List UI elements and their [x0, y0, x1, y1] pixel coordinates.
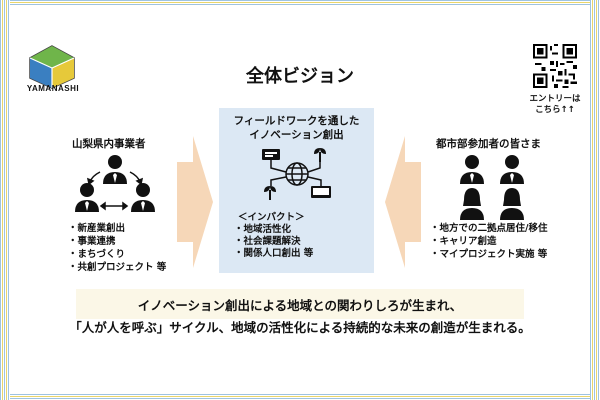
left-group-title: 山梨県内事業者 — [72, 138, 146, 150]
list-item: ・キャリア創造 — [430, 236, 497, 247]
bottom-message: イノベーション創出による地域との関わりしろが生まれ、 「人が人を呼ぶ」サイクル、… — [0, 295, 600, 339]
list-item: ・地域活性化 — [234, 224, 292, 235]
list-item: ・マイプロジェクト実施 等 — [430, 249, 548, 260]
list-item: ・共創プロジェクト 等 — [68, 262, 167, 273]
center-title-line2: イノベーション創出 — [249, 129, 344, 141]
left-border — [0, 0, 10, 400]
list-item: ・地方での二拠点居住/移住 — [430, 223, 548, 234]
list-item: ・社会課題解決 — [234, 236, 301, 247]
qr-entry-note: エントリーは こちら↑↑ — [520, 94, 590, 116]
left-benefit-list: ・新産業創出 ・事業連携 ・まちづくり ・共創プロジェクト 等 — [68, 222, 166, 274]
right-border — [590, 0, 600, 400]
urban-participants-icon — [460, 155, 524, 220]
qr-code-icon[interactable] — [533, 44, 577, 88]
right-benefit-list: ・地方での二拠点居住/移住 ・キャリア創造 ・マイプロジェクト実施 等 — [430, 222, 547, 261]
bottom-highlight-band — [76, 289, 524, 319]
top-border — [0, 0, 600, 6]
list-item: ・事業連携 — [68, 236, 116, 247]
center-box-title: フィールドワークを通した イノベーション創出 — [219, 114, 374, 142]
left-flow-arrow-icon — [177, 136, 213, 268]
bottom-message-line2: 「人が人を呼ぶ」サイクル、地域の活性化による持続的な未来の創造が生まれる。 — [69, 320, 531, 335]
bottom-border — [0, 394, 600, 400]
yamanashi-logo-icon — [29, 45, 75, 89]
center-title-line1: フィールドワークを通した — [233, 115, 360, 127]
list-item: ・関係人口創出 等 — [234, 248, 314, 259]
impact-heading: ＜インパクト＞ — [238, 212, 305, 223]
right-flow-arrow-icon — [385, 136, 421, 268]
list-item: ・まちづくり — [68, 249, 126, 260]
bottom-message-line1: イノベーション創出による地域との関わりしろが生まれ、 — [137, 298, 463, 313]
logo-text: YAMANASHI — [26, 84, 80, 93]
list-item: ・新産業創出 — [68, 223, 126, 234]
impact-list: ・地域活性化 ・社会課題解決 ・関係人口創出 等 — [234, 224, 364, 260]
qr-note-line1: エントリーは — [529, 94, 581, 104]
innovation-network-icon — [262, 148, 331, 200]
page-title: 全体ビジョン — [246, 66, 354, 87]
right-group-title: 都市部参加者の皆さま — [436, 138, 541, 150]
impact-block: ＜インパクト＞ ・地域活性化 ・社会課題解決 ・関係人口創出 等 — [234, 212, 364, 260]
business-people-group-icon — [75, 155, 155, 212]
center-fieldwork-box: フィールドワークを通した イノベーション創出 — [219, 108, 374, 273]
qr-note-line2: こちら↑↑ — [535, 105, 575, 115]
